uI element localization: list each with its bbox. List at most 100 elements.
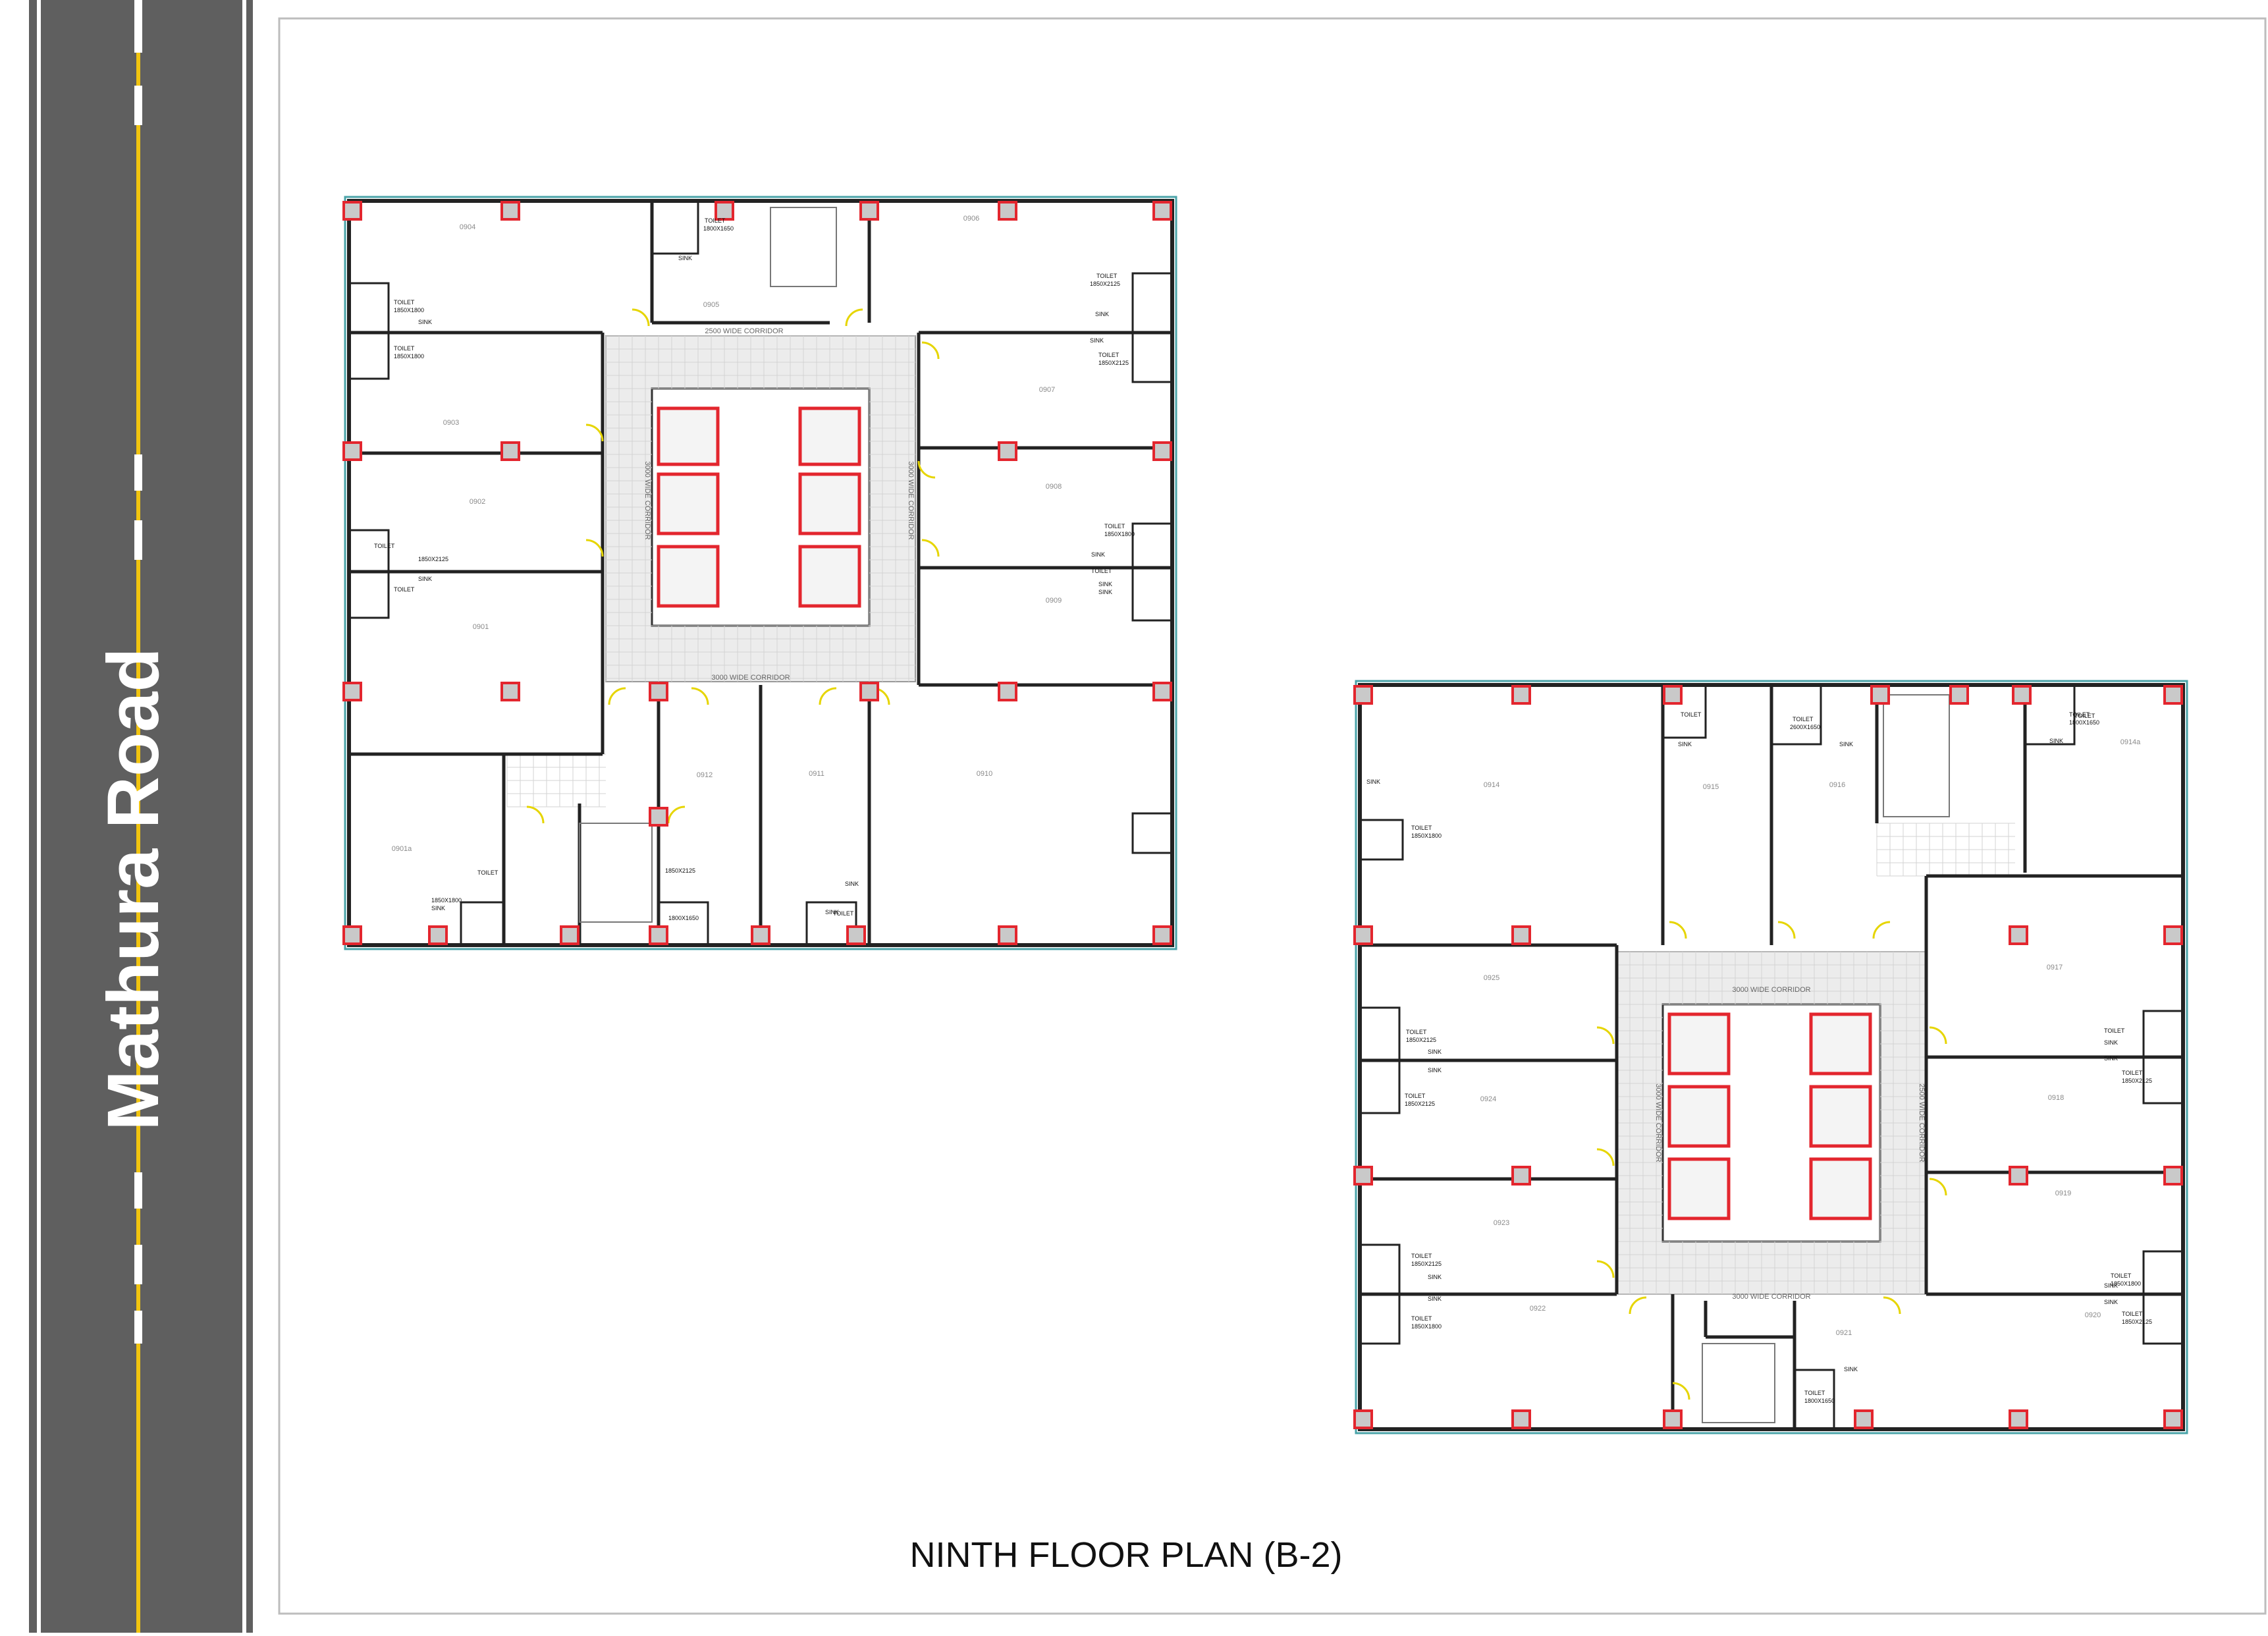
column — [1511, 1166, 1531, 1186]
room-number: 0905 — [703, 301, 719, 309]
fixture-label: TOILET — [2069, 711, 2090, 718]
fixture-label: SINK — [431, 905, 445, 912]
road: Mathura Road — [0, 0, 263, 1633]
room-number: 0909 — [1046, 597, 1062, 605]
fixture-label: SINK — [678, 255, 692, 261]
road-dash — [134, 1172, 142, 1209]
road-dash — [134, 454, 142, 491]
fixture-label: 1850X2125 — [2122, 1077, 2152, 1084]
fixture-label: SINK — [2049, 738, 2063, 744]
fixture-label: 1850X2125 — [1406, 1037, 1436, 1043]
block-b-walls — [1360, 685, 2183, 1429]
fixture-label: TOILET — [1411, 1315, 1432, 1322]
column — [1663, 1409, 1683, 1429]
room-number: 0924 — [1480, 1095, 1496, 1103]
drawing-title: NINTH FLOOR PLAN (B-2) — [909, 1535, 1343, 1575]
column — [649, 682, 668, 701]
room-number: 0914 — [1484, 781, 1499, 789]
column — [1511, 685, 1531, 705]
fixture-label: 1850X2125 — [418, 556, 448, 562]
road-dash — [134, 1311, 142, 1344]
block-a-plan: 0904090509060907090309020908090109090901… — [342, 196, 1177, 950]
column — [1511, 925, 1531, 945]
column — [1949, 685, 1969, 705]
fixture-label: SINK — [418, 576, 432, 582]
fixture-label: 1850X2125 — [665, 867, 695, 874]
fixture-label: 1850X2125 — [1411, 1261, 1442, 1267]
corridor-label: 3000 WIDE CORRIDOR — [907, 461, 915, 539]
block-a-toilets — [348, 200, 1174, 946]
corridor-label: 2500 WIDE CORRIDOR — [1918, 1083, 1926, 1162]
fixture-label: 1850X2125 — [1098, 360, 1129, 366]
room-number: 0907 — [1039, 386, 1055, 394]
fixture-label: TOILET — [1091, 568, 1112, 574]
fixture-label: SINK — [418, 319, 432, 325]
fixture-label: 1850X1800 — [1411, 1323, 1442, 1330]
column — [649, 925, 668, 945]
road-dash — [134, 1245, 142, 1284]
road-label: Mathura Road — [93, 647, 174, 1130]
fixture-label: TOILET — [1098, 352, 1120, 358]
fixture-label: TOILET — [374, 543, 395, 549]
corridor-label: 3000 WIDE CORRIDOR — [1654, 1083, 1662, 1162]
column — [1353, 925, 1373, 945]
column — [342, 201, 362, 221]
room-number: 0904 — [460, 223, 475, 231]
room-number: 0906 — [963, 215, 979, 223]
column — [998, 441, 1017, 461]
fixture-label: SINK — [1098, 589, 1112, 595]
fixture-label: TOILET — [2122, 1070, 2143, 1076]
fixture-label: TOILET — [833, 910, 854, 917]
block-a-columns — [342, 201, 1172, 945]
room-number: 0923 — [1494, 1219, 1509, 1227]
fixture-label: TOILET — [2111, 1272, 2132, 1279]
fixture-label: TOILET — [2122, 1311, 2143, 1317]
fixture-label: TOILET — [1406, 1029, 1427, 1035]
room-number: 0925 — [1484, 974, 1499, 982]
fixture-label: 1850X1800 — [2111, 1280, 2141, 1287]
fixture-label: 1850X2125 — [1090, 281, 1120, 287]
road-center-line — [136, 0, 140, 1633]
fixture-label: TOILET — [477, 869, 499, 876]
room-number: 0901 — [473, 623, 489, 631]
column — [1511, 1409, 1531, 1429]
fixture-label: SINK — [1428, 1067, 1442, 1074]
room-number: 0917 — [2047, 964, 2063, 971]
fixture-label: 1850X2125 — [2122, 1319, 2152, 1325]
column — [1152, 201, 1172, 221]
corridor-label: 3000 WIDE CORRIDOR — [643, 461, 651, 539]
fixture-label: SINK — [1428, 1274, 1442, 1280]
corridor-label: 3000 WIDE CORRIDOR — [1732, 986, 1810, 994]
column — [859, 682, 879, 701]
room-number: 0902 — [470, 498, 485, 506]
column — [1152, 682, 1172, 701]
fixture-label: TOILET — [1793, 716, 1814, 723]
road-dash — [134, 86, 142, 125]
column — [1353, 685, 1373, 705]
column — [1353, 1409, 1373, 1429]
block-a-stairs — [579, 207, 837, 923]
room-number: 0914a — [2120, 738, 2141, 746]
fixture-label: TOILET — [394, 586, 415, 593]
fixture-label: TOILET — [1405, 1093, 1426, 1099]
column — [998, 925, 1017, 945]
fixture-label: SINK — [1428, 1295, 1442, 1302]
corridor-label: 3000 WIDE CORRIDOR — [1732, 1293, 1810, 1301]
fixture-label: 1800X1650 — [668, 915, 699, 921]
column — [1152, 441, 1172, 461]
block-b-lifts — [1667, 1012, 1872, 1220]
column — [998, 201, 1017, 221]
block-a-glazing — [344, 196, 1177, 950]
column — [500, 682, 520, 701]
corridor-label: 3000 WIDE CORRIDOR — [711, 674, 790, 682]
fixture-label: SINK — [1366, 778, 1380, 785]
column — [1854, 1409, 1874, 1429]
column — [998, 682, 1017, 701]
fixture-label: 2600X1650 — [1790, 724, 1820, 730]
column — [1152, 925, 1172, 945]
room-number: 0911 — [809, 770, 824, 778]
fixture-label: TOILET — [394, 345, 415, 352]
fixture-label: TOILET — [1096, 273, 1118, 279]
